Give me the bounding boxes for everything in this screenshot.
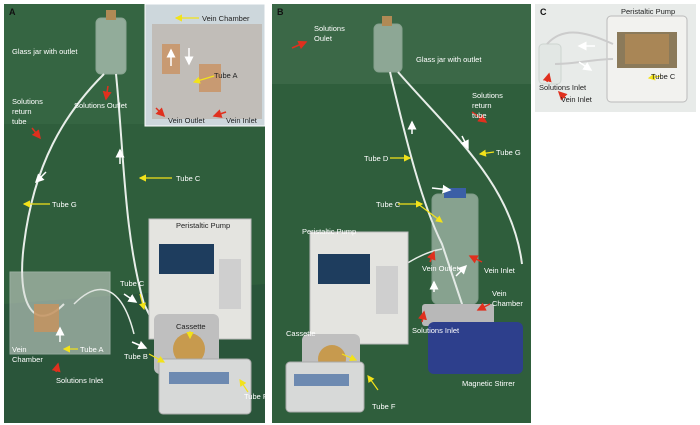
label-cassette: Cassette xyxy=(176,322,206,331)
arrow-red xyxy=(155,107,166,118)
label-solutions-return-1: Solutions xyxy=(12,97,43,106)
label-cassette-b: Cassette xyxy=(286,329,316,338)
label-glass-jar: Glass jar with outlet xyxy=(12,47,78,56)
label-solutions-return-3: tube xyxy=(12,117,27,126)
arrow-white xyxy=(460,135,469,150)
arrow-red xyxy=(212,109,227,118)
label-solutions-return-b3: tube xyxy=(472,111,487,120)
label-tube-c-side: Tube C xyxy=(120,279,145,288)
label-tube-a: Tube A xyxy=(80,345,104,354)
label-tube-f: Tube F xyxy=(244,392,265,401)
label-tube-c-top: Tube C xyxy=(176,174,201,183)
arrow-white xyxy=(455,264,468,277)
label-solutions-return-2: return xyxy=(12,107,32,116)
label-magnetic-stirrer: Magnetic Stirrer xyxy=(462,379,515,388)
label-vein-chamber-inset: Vein Chamber xyxy=(202,14,250,23)
arrow-red xyxy=(427,250,436,263)
arrow-yellow xyxy=(647,73,662,81)
label-solutions-return-b2: return xyxy=(472,101,492,110)
label-peristaltic-pump-b: Peristaltic Pump xyxy=(302,227,356,236)
arrow-yellow xyxy=(367,375,379,391)
label-peristaltic-pump: Peristaltic Pump xyxy=(176,221,230,230)
arrow-white xyxy=(34,171,47,184)
label-vein-chamber-2: Chamber xyxy=(12,355,43,364)
label-solutions-inlet-b: Solutions Inlet xyxy=(412,326,460,335)
panel-letter-c: C xyxy=(540,7,547,17)
arrow-yellow xyxy=(417,203,443,223)
arrow-red xyxy=(542,72,552,83)
arrow-white xyxy=(131,340,148,350)
label-vein-chamber-1: Vein xyxy=(12,345,27,354)
label-vein-inlet-inset: Vein Inlet xyxy=(226,116,258,125)
arrow-red xyxy=(418,310,427,323)
label-tube-c-b: Tube C xyxy=(376,200,401,209)
panel-letter-b: B xyxy=(277,7,284,17)
arrow-yellow xyxy=(148,353,166,363)
label-tube-f-b: Tube F xyxy=(372,402,396,411)
label-tube-g-b: Tube G xyxy=(496,148,521,157)
label-solutions-inlet-c: Solutions Inlet xyxy=(539,83,587,92)
label-vein-inlet: Vein Inlet xyxy=(484,266,516,275)
arrow-red xyxy=(291,40,308,50)
arrow-red xyxy=(31,127,41,140)
arrow-red xyxy=(557,90,568,101)
label-vein-outlet: Vein Outlet xyxy=(422,264,460,273)
label-tube-c-c: Tube C xyxy=(651,72,676,81)
arrow-red xyxy=(51,362,61,373)
label-solutions-outlet-2: Oulet xyxy=(314,34,333,43)
arrow-red xyxy=(476,302,491,311)
panel-b: B Solutions Oulet Glass jar with outlet … xyxy=(272,4,531,423)
label-glass-jar-b: Glass jar with outlet xyxy=(416,55,482,64)
panel-letter-a: A xyxy=(9,7,16,17)
arrow-yellow xyxy=(478,149,495,157)
label-tube-a-inset: Tube A xyxy=(214,71,238,80)
arrow-white xyxy=(578,61,593,71)
panel-b-photo: B Solutions Oulet Glass jar with outlet … xyxy=(272,4,531,423)
arrow-yellow xyxy=(239,379,249,393)
label-vein-outlet-inset: Vein Outlet xyxy=(168,116,206,125)
panel-c: C Peristaltic Pump Tube C Solutions Inle… xyxy=(535,4,696,112)
arrow-white xyxy=(431,184,452,194)
arrow-red xyxy=(468,255,483,264)
label-peristaltic-pump-c: Peristaltic Pump xyxy=(621,7,675,16)
label-tube-d: Tube D xyxy=(364,154,389,163)
label-solutions-inlet: Solutions Inlet xyxy=(56,376,104,385)
arrow-yellow xyxy=(341,353,358,361)
label-solutions-outlet-1: Solutions xyxy=(314,24,345,33)
label-solutions-return-b1: Solutions xyxy=(472,91,503,100)
label-tube-g: Tube G xyxy=(52,200,77,209)
arrow-white xyxy=(123,293,138,303)
arrow-red xyxy=(102,85,112,101)
arrow-yellow xyxy=(138,293,146,311)
label-vein-chamber-b1: Vein xyxy=(492,289,507,298)
panel-a-photo: A Glass jar with outlet Vein Chamber Tub… xyxy=(4,4,265,423)
label-vein-chamber-b2: Chamber xyxy=(492,299,523,308)
arrow-yellow xyxy=(192,75,215,84)
panel-a: A Glass jar with outlet Vein Chamber Tub… xyxy=(4,4,265,423)
panel-c-photo: C Peristaltic Pump Tube C Solutions Inle… xyxy=(535,4,696,112)
arrow-red xyxy=(471,111,488,123)
label-solutions-outlet: Solutions Outlet xyxy=(74,101,128,110)
label-tube-b: Tube B xyxy=(124,352,148,361)
label-vein-inlet-c: Vein Inlet xyxy=(561,95,593,104)
